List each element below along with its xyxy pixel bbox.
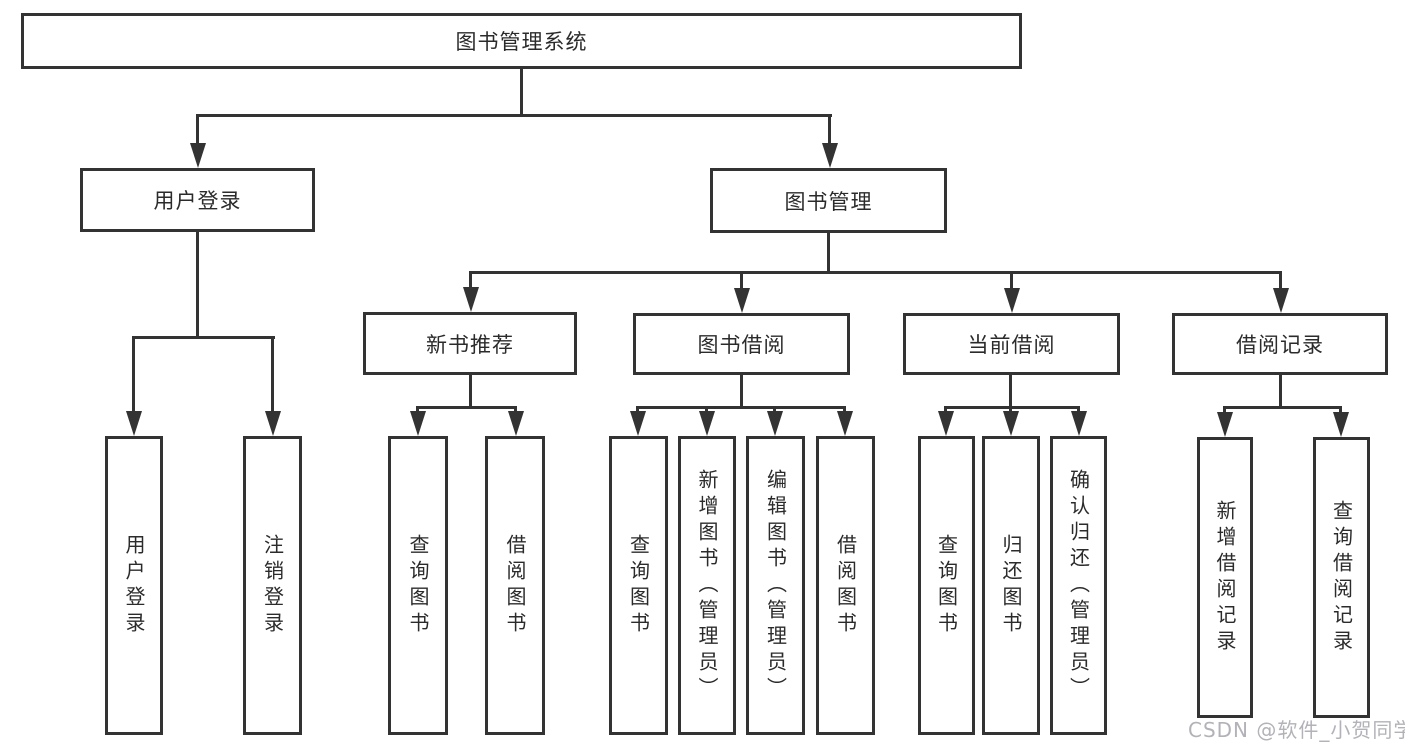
node-label: 图书管理系统 (455, 30, 588, 54)
connector-line (196, 114, 832, 117)
connector-line (740, 375, 743, 409)
node-label: 图书借阅 (697, 333, 786, 357)
connector-line (827, 233, 830, 274)
node-book-management: 图书管理 (710, 168, 947, 233)
leaf-label: 归还图书 (999, 533, 1023, 638)
leaf-label: 注销登录 (260, 533, 285, 638)
leaf-query-books: 查询图书 (918, 436, 975, 735)
leaf-label: 查询图书 (934, 533, 959, 638)
csdn-watermark: CSDN @软件_小贺同学 (1188, 718, 1405, 742)
node-label: 新书推荐 (426, 332, 514, 357)
connector-line (740, 271, 743, 291)
arrow-down-icon (1004, 288, 1020, 313)
leaf-query-books: 查询图书 (609, 436, 668, 735)
node-label: 当前借阅 (967, 333, 1056, 357)
arrow-down-icon (1071, 411, 1087, 436)
leaf-add-books-admin: 新增图书（管理员） (678, 436, 736, 735)
connector-line (1279, 375, 1282, 409)
connector-line (636, 406, 845, 409)
leaf-borrow-books: 借阅图书 (485, 436, 545, 735)
connector-line (469, 375, 472, 409)
arrow-down-icon (1003, 411, 1019, 436)
connector-line (132, 336, 135, 416)
leaf-label: 查询借阅记录 (1329, 499, 1354, 656)
leaf-label: 借阅图书 (503, 533, 527, 638)
connector-line (1279, 271, 1282, 291)
connector-line (1009, 375, 1012, 409)
arrow-down-icon (190, 143, 206, 168)
leaf-label: 借阅图书 (833, 533, 858, 638)
connector-line (828, 114, 831, 148)
node-label: 用户登录 (153, 189, 242, 213)
leaf-label: 新增借阅记录 (1213, 499, 1237, 656)
leaf-label: 新增图书（管理员） (695, 468, 719, 703)
node-new-book-recommendation: 新书推荐 (363, 312, 577, 375)
connector-line (196, 232, 199, 339)
connector-line (520, 69, 523, 116)
leaf-label: 确认归还（管理员） (1066, 468, 1091, 703)
node-root-library-management-system: 图书管理系统 (21, 13, 1022, 69)
node-book-borrowing: 图书借阅 (633, 313, 850, 375)
arrow-down-icon (630, 411, 646, 436)
connector-line (1223, 406, 1342, 409)
connector-line (469, 271, 1282, 274)
connector-line (1010, 271, 1013, 291)
node-current-borrowing: 当前借阅 (903, 313, 1120, 375)
arrow-down-icon (463, 287, 479, 312)
leaf-label: 查询图书 (406, 533, 430, 638)
connector-line (132, 336, 275, 339)
leaf-return-books: 归还图书 (982, 436, 1040, 735)
node-label: 借阅记录 (1236, 333, 1324, 357)
arrow-down-icon (1217, 412, 1233, 437)
node-user-login: 用户登录 (80, 168, 315, 232)
leaf-label: 查询图书 (626, 533, 651, 638)
arrow-down-icon (265, 411, 281, 436)
connector-line (271, 336, 274, 416)
arrow-down-icon (734, 288, 750, 313)
arrow-down-icon (767, 411, 783, 436)
leaf-label: 用户登录 (122, 533, 146, 638)
connector-line (416, 406, 517, 409)
arrow-down-icon (938, 411, 954, 436)
arrow-down-icon (822, 143, 838, 168)
connector-line (196, 114, 199, 148)
node-borrowing-records: 借阅记录 (1172, 313, 1388, 375)
node-label: 图书管理 (784, 189, 873, 214)
leaf-label: 编辑图书（管理员） (763, 468, 788, 703)
arrow-down-icon (410, 411, 426, 436)
arrow-down-icon (126, 411, 142, 436)
connector-line (469, 271, 472, 291)
leaf-edit-books-admin: 编辑图书（管理员） (746, 436, 805, 735)
arrow-down-icon (1333, 412, 1349, 437)
leaf-query-borrow-record: 查询借阅记录 (1313, 437, 1370, 718)
arrow-down-icon (1273, 288, 1289, 313)
leaf-borrow-books: 借阅图书 (816, 436, 875, 735)
leaf-confirm-return-admin: 确认归还（管理员） (1050, 436, 1107, 735)
leaf-add-borrow-record: 新增借阅记录 (1197, 437, 1253, 718)
arrow-down-icon (508, 411, 524, 436)
arrow-down-icon (699, 411, 715, 436)
leaf-logout: 注销登录 (243, 436, 302, 735)
leaf-query-books: 查询图书 (388, 436, 448, 735)
arrow-down-icon (837, 411, 853, 436)
leaf-user-login: 用户登录 (105, 436, 163, 735)
